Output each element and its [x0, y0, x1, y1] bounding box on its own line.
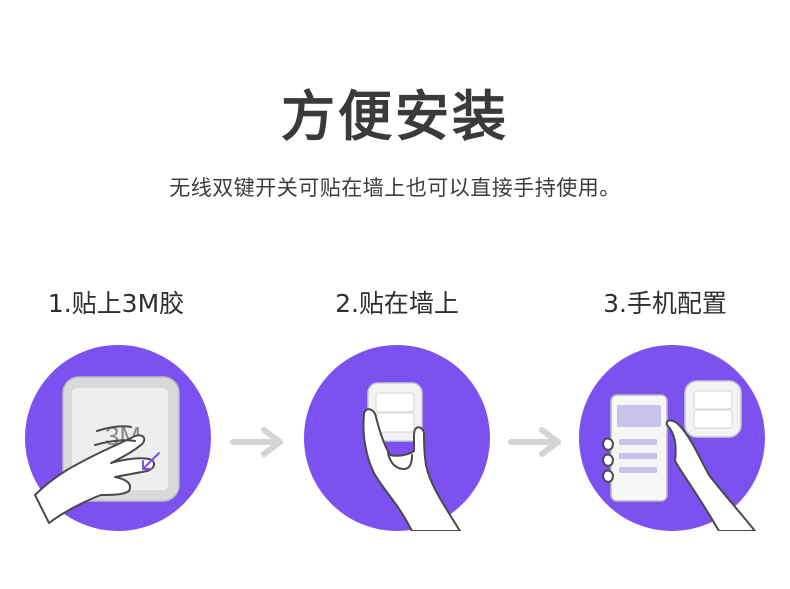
step-3-label: 3.手机配置 — [603, 289, 727, 318]
phone-configure-icon — [579, 345, 765, 531]
hand-outline — [362, 408, 461, 531]
page-title: 方便安装 — [281, 85, 509, 148]
next-step-arrow-icon — [508, 427, 561, 457]
switch-device — [684, 380, 742, 438]
page-subtitle: 无线双键开关可贴在墙上也可以直接手持使用。 — [169, 176, 621, 200]
switch-device — [367, 382, 423, 442]
hand-outline — [602, 419, 756, 531]
step-2-label: 2.贴在墙上 — [335, 289, 459, 318]
apply-3m-tape-icon: 3M — [25, 345, 211, 531]
hand-hold-switch-icon — [304, 345, 490, 531]
peel-arrow-icon — [142, 452, 160, 470]
smartphone-icon — [610, 394, 668, 502]
hand-outline — [34, 425, 155, 524]
next-step-arrow-icon — [230, 427, 283, 457]
step-1-label: 1.贴上3M胶 — [47, 289, 185, 318]
